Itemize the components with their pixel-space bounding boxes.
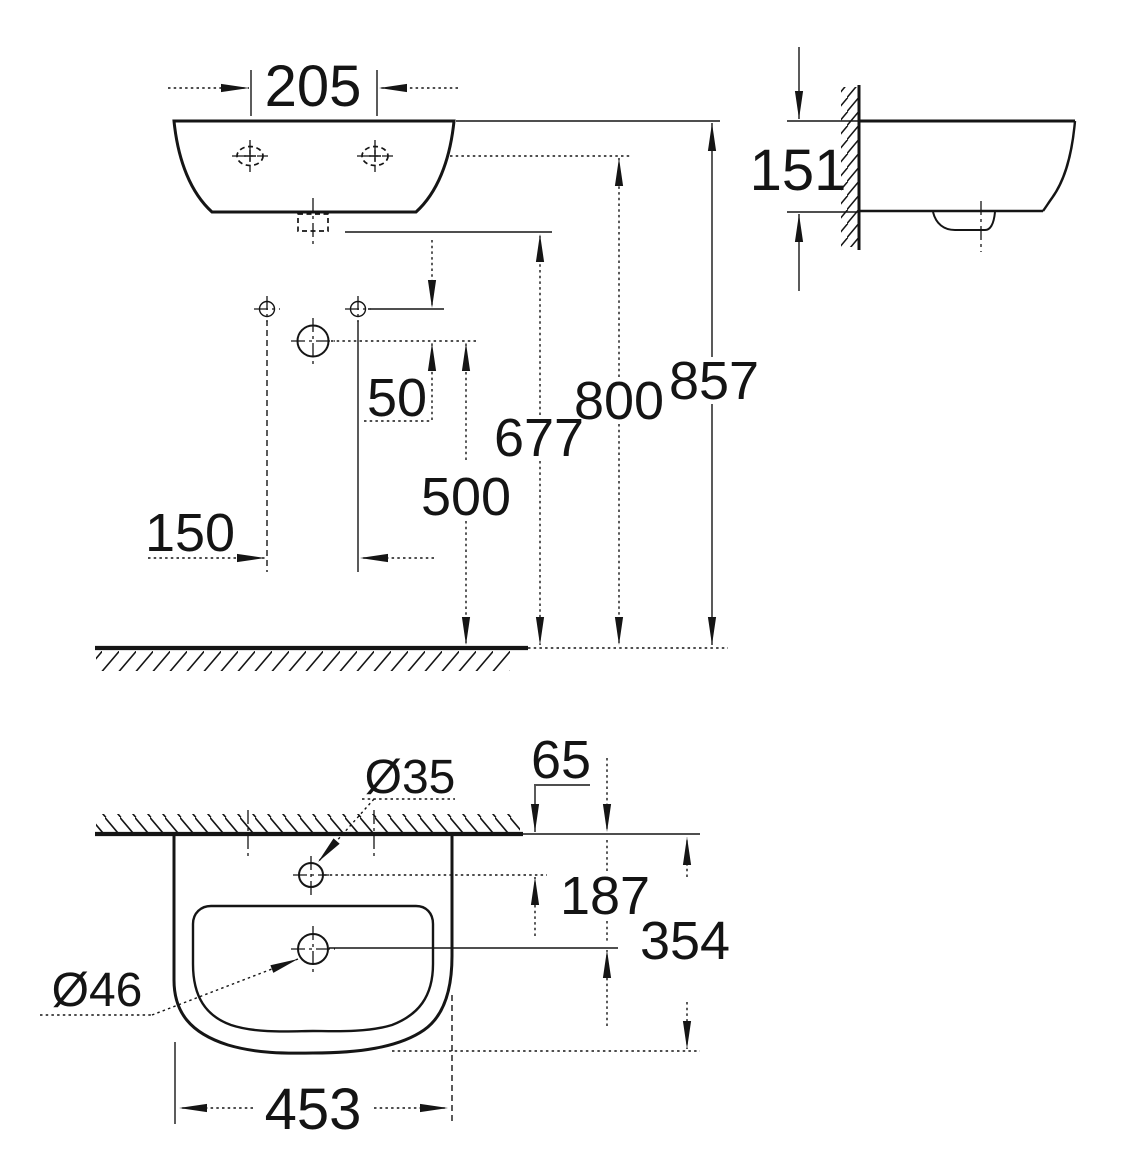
drain-hole-circle xyxy=(291,926,335,973)
basin-side-trap xyxy=(932,211,996,231)
dim-205: 205 xyxy=(168,54,458,119)
tap-diameter-leader xyxy=(317,798,375,863)
side-wall-hatch xyxy=(841,87,858,247)
dim-65: 65 xyxy=(530,730,591,936)
fixing-hole-left xyxy=(232,140,268,172)
floor-hatch xyxy=(96,651,510,671)
front-view: 205 50 xyxy=(95,54,759,671)
dim-187-label: 187 xyxy=(560,866,650,926)
dim-800-label: 800 xyxy=(574,371,664,431)
dim-800: 800 xyxy=(574,158,664,645)
basin-plan-outline xyxy=(172,834,454,1055)
dim-150-label: 150 xyxy=(145,503,235,563)
supply-hole-left xyxy=(254,296,280,322)
dim-677: 677 xyxy=(494,234,584,645)
dim-857-label: 857 xyxy=(669,351,759,411)
plan-view: Ø35 Ø46 65 187 354 xyxy=(40,730,730,1142)
dim-187: 187 xyxy=(560,758,650,1026)
dim-453-label: 453 xyxy=(265,1077,362,1142)
dim-354-label: 354 xyxy=(640,911,730,971)
dim-50: 50 xyxy=(364,240,437,428)
drain-diameter-text: Ø46 xyxy=(52,964,143,1017)
plan-wall-hatch xyxy=(96,814,520,833)
dim-500-label: 500 xyxy=(421,467,511,527)
dim-677-label: 677 xyxy=(494,408,584,468)
basin-bowl-inner-outline xyxy=(191,904,435,1033)
basin-front-outline xyxy=(172,119,456,214)
dim-857: 857 xyxy=(669,123,759,645)
fixing-hole-right xyxy=(357,140,393,172)
basin-side-right-curve xyxy=(1042,120,1077,212)
label-tap-diameter: Ø35 xyxy=(317,751,456,863)
tap-hole-circle xyxy=(293,856,329,895)
dim-354: 354 xyxy=(640,837,730,1049)
dim-151-label: 151 xyxy=(750,138,847,203)
dim-205-label: 205 xyxy=(265,54,362,119)
supply-inlet-circle xyxy=(291,318,335,364)
dim-453: 453 xyxy=(174,995,453,1142)
tap-diameter-text: Ø35 xyxy=(365,751,456,804)
dim-65-label: 65 xyxy=(531,730,591,790)
dim-500: 500 xyxy=(421,343,511,645)
side-view: 151 xyxy=(750,47,1077,291)
supply-hole-right xyxy=(345,296,371,322)
label-drain-diameter: Ø46 xyxy=(40,958,299,1017)
dim-50-label: 50 xyxy=(367,368,427,428)
dim-151: 151 xyxy=(750,47,859,291)
dim-150: 150 xyxy=(145,320,434,572)
